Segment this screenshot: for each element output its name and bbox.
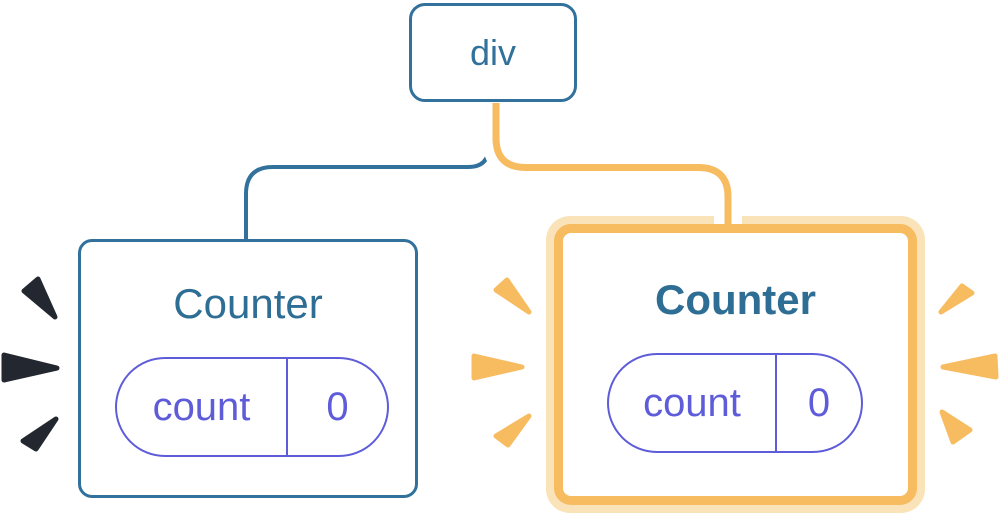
ray-icon [940, 353, 999, 380]
ray-icon [493, 277, 532, 315]
state-value: 0 [286, 359, 387, 455]
ray-icon [21, 276, 58, 320]
counter-node-right: Counter count 0 [554, 224, 917, 505]
state-pill: count 0 [115, 357, 389, 457]
ray-icon [493, 413, 532, 448]
state-pill: count 0 [607, 353, 863, 453]
ray-icon [939, 409, 973, 445]
counter-title: Counter [655, 276, 816, 323]
burst-rays-left-icon [1, 276, 60, 452]
root-node: div [409, 3, 577, 102]
counter-title: Counter [173, 280, 323, 327]
ray-icon [1, 352, 60, 383]
highlight-glow: Counter count 0 [546, 216, 925, 513]
burst-rays-middle-icon [471, 277, 532, 448]
counter-node-left: Counter count 0 [78, 239, 418, 498]
state-value: 0 [775, 355, 861, 451]
edge-root-to-left-counter [244, 103, 491, 241]
edge-root-to-right-counter [492, 103, 732, 227]
state-key: count [152, 384, 251, 429]
burst-rays-right-icon [938, 283, 999, 445]
ray-icon [20, 416, 59, 452]
edge-highlight-casing [482, 103, 742, 224]
ray-icon [938, 283, 975, 315]
root-node-label: div [469, 31, 517, 73]
ray-icon [471, 353, 525, 381]
state-key: count [643, 380, 741, 425]
